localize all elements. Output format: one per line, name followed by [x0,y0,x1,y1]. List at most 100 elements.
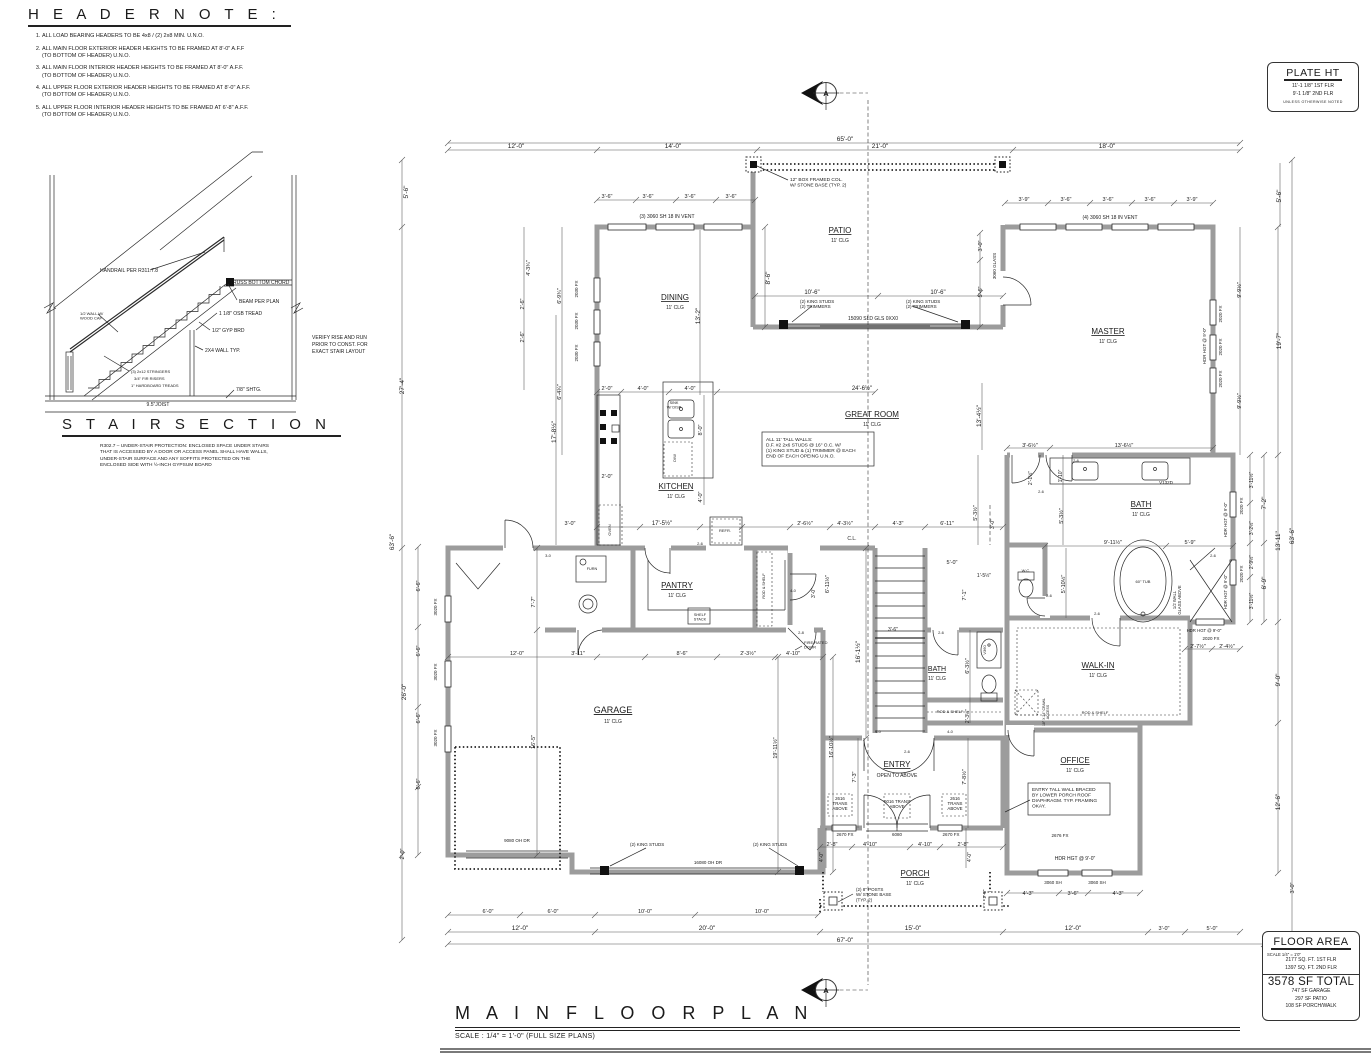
plan-label: 6'-9¾" [557,288,563,304]
plan-label: 2'-7½" [1190,643,1206,650]
plan-label: 3'-11½" [1248,472,1255,489]
plan-label: 3'-11½" [1248,593,1255,610]
page-title-scale: SCALE : 1/4" = 1'-0" (FULL SIZE PLANS) [455,1033,596,1040]
plan-label: 4'-0" [638,386,649,392]
floor-area-total: 3578 SF TOTAL [1263,974,1359,988]
title-block: M A I N F L O O R P L A N SCALE : 1/4" =… [455,1003,1240,1040]
plan-label: 1/2 WALLGLASS ABOVE [1172,585,1182,615]
plan-label: BATH [1131,500,1152,509]
plan-label: 10'-6" [804,290,819,296]
plan-label: 2-6 [1038,489,1045,494]
plan-label: ENTRY [884,760,912,769]
plan-label: 3'-6" [1061,197,1072,203]
plan-label: 65'-0" [837,136,854,143]
plan-label: (3) 3060 SH 18 IN VENT [639,214,694,220]
stair-label: 3/4" FIR RISERS [134,376,165,381]
plan-label: 2'-8" [958,842,969,848]
plan-label: 4'-0" [967,852,973,862]
plan-label: 12'-0" [512,925,529,932]
plan-label: 2-6 [1073,458,1080,463]
plan-label: 2-6 [1210,553,1217,558]
plan-label: 19'-7" [1276,332,1283,349]
plan-label: 3'-6" [888,627,898,633]
plan-label: 11' CLG [906,881,924,887]
plan-label: 4'-10" [918,842,932,848]
plan-label: 13'-11" [1275,530,1282,550]
plan-label: 9'-9½" [1236,393,1243,409]
plan-label: 4'-0" [685,386,696,392]
plan-label: 3'-6" [602,194,613,200]
page-title: M A I N F L O O R P L A N [455,1003,1240,1031]
plan-label: 8'-6" [677,651,688,657]
plan-label: D/W [672,454,677,462]
plan-label: V360 [982,645,987,655]
dimension-lines [398,139,1296,948]
plan-label: 27'-4" [399,377,406,394]
plan-label: 4'-10" [786,651,800,657]
plate-ht-box: PLATE HT 11'-1 1/8" 1ST FLR 9'-1 1/8" 2N… [1267,62,1359,112]
plan-label: 2'-4½" [1219,643,1235,650]
plan-label: 3'-6" [643,194,654,200]
plan-label: OVEN [607,524,612,535]
plan-label: 6'-11" [940,521,954,527]
plan-label: 2'-0" [400,848,406,859]
plan-label: 2020 FX [1218,305,1223,322]
plan-label: 2'-3½" [740,650,756,657]
plan-label: OPEN TO ABOVE [877,773,918,779]
stair-label: HANDRAIL PER R311.7.8 [100,268,158,274]
stair-section-drawing [43,151,304,413]
plan-label: 3'-11" [571,651,585,657]
stair-section-title: S T A I R S E C T I O N [62,416,341,437]
plan-label: 2030 FX [574,312,579,329]
plan-label: 67'-0" [837,937,854,944]
plan-label: 10'-0" [755,909,769,915]
plan-label: 2'-3½" [964,709,971,723]
floor-area-patio: 297 SF PATIO [1295,995,1327,1002]
header-note-item: ALL LOAD BEARING HEADERS TO BE 4x8 / (2)… [42,33,372,40]
floor-area-box: FLOOR AREA SCALE 1/4" = 1'0" 2177 SQ. FT… [1262,931,1360,1021]
plan-label: 16'-1½" [854,640,862,663]
plan-label: 63'-6" [389,533,396,550]
header-note-title: H E A D E R N O T E : [28,6,291,27]
plan-label: 6080 [892,832,903,837]
plate-ht-title: PLATE HT [1284,67,1342,81]
plan-label: (4) 3060 SH 18 IN VENT [1082,215,1137,221]
floor-area-second: 1397 SQ. FT. 2ND FLR [1285,964,1337,971]
plan-label: HDR HGT @ 9'-0" [1187,628,1222,633]
plan-label: 2'-0" [602,386,613,392]
plan-label: 2-6 [697,541,704,546]
plan-label: 5'-6" [978,286,984,297]
plan-label: BATH [928,666,946,673]
plan-label: 6'-4¼" [557,384,563,400]
section-markers [801,81,869,1007]
plan-label: 13'-4½" [975,404,983,427]
plan-label: 4'-0" [698,491,704,502]
plan-label: 14'-0" [665,143,682,150]
plan-label: 5'-10½" [1060,575,1067,594]
plan-label: 2020 FX [1218,338,1223,355]
plan-label: 3'-6" [1103,197,1114,203]
plan-label: 6'-6" [416,645,422,656]
plan-label: 3'-9" [1019,197,1030,203]
plan-label: 6'-0" [548,909,559,915]
plan-label: 11' CLG [1132,512,1150,518]
plan-label: 11' CLG [1089,673,1107,679]
plan-label: 11' CLG [667,494,685,500]
plan-label: HDR HGT @ 9'-0" [1223,502,1228,537]
plan-label: FURN [587,567,598,571]
plan-label: 2030 FX [574,280,579,297]
plan-label: 4'-10" [863,842,877,848]
plan-label: 3'-0" [1290,882,1296,893]
plan-label: 21'-0" [872,143,889,150]
plan-label: DINING [661,293,689,302]
plan-label: 8'-6" [765,271,772,285]
plan-label: 2670 FX [942,832,959,837]
plan-label: 4'-3¾" [526,260,532,276]
plan-label: 2'-1½" [1027,471,1034,485]
plan-label: 3'-6" [685,194,696,200]
plan-label: 4'-3" [893,521,904,527]
plate-ht-note: UNLESS OTHERWISE NOTED [1283,100,1343,104]
